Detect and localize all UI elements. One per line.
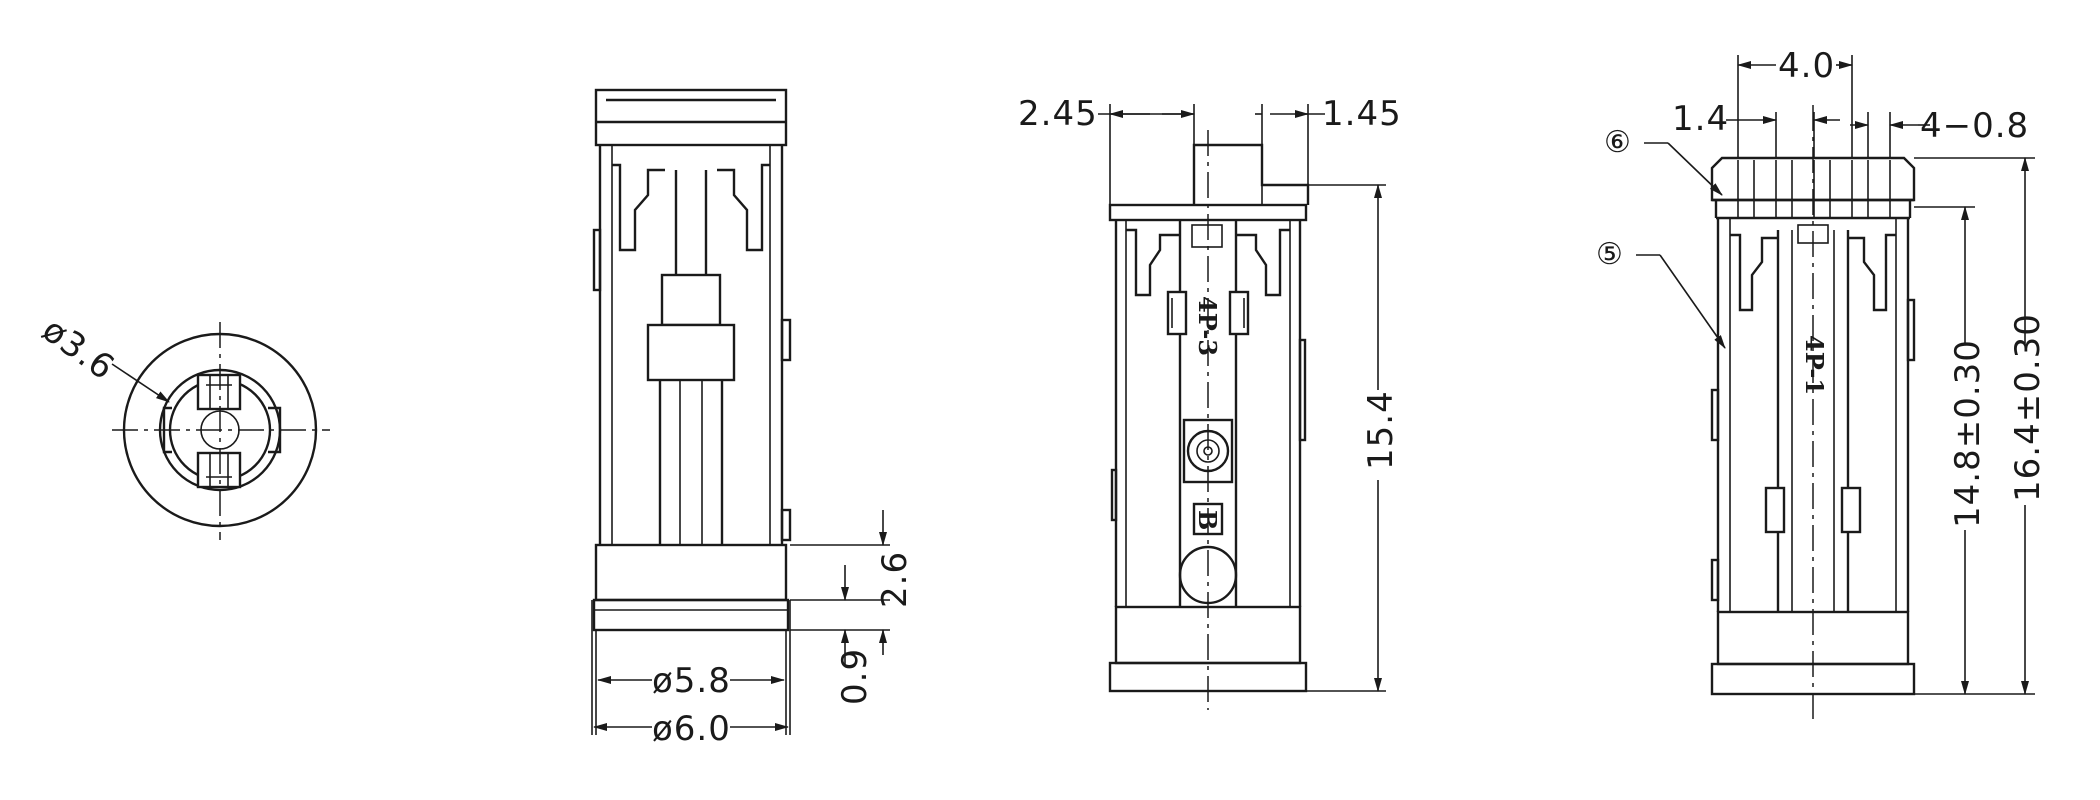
side-a-height-0-9: 0.9: [835, 648, 875, 705]
side-b-width-top: 4.0: [1778, 46, 1835, 86]
side-a-dia-inner: ø5.8: [652, 661, 731, 701]
end-view-diameter-label: ø3.6: [35, 310, 122, 389]
side-b-part-mark: 4P-1: [1800, 335, 1829, 395]
side-b-pitch: 1.4: [1672, 99, 1729, 139]
balloon-6: ⑥: [1604, 125, 1631, 160]
balloon-5: ⑤: [1596, 237, 1623, 272]
side-a-height-2-6: 2.6: [875, 551, 915, 608]
end-view: ø3.6: [35, 310, 330, 540]
side-b-slot: 4−0.8: [1920, 106, 2029, 146]
side-b-height-inner: 14.8±0.30: [1948, 339, 1988, 528]
rib-grooves: [1737, 160, 1891, 218]
front-height: 15.4: [1361, 390, 1401, 470]
front-right-offset: 1.45: [1322, 94, 1402, 134]
front-left-offset: 2.45: [1018, 94, 1098, 134]
side-a-dia-outer: ø6.0: [652, 709, 731, 749]
front-view: 4P-3 B 2.45 1.45 15.4: [1018, 94, 1402, 710]
side-view-a: 2.6 0.9 ø5.8 ø6.0: [591, 88, 915, 749]
side-view-b: 4P-1 4.0 1.4 4−0.8 14.8±0.30: [1596, 46, 2048, 725]
side-b-height-total: 16.4±0.30: [2008, 313, 2048, 502]
